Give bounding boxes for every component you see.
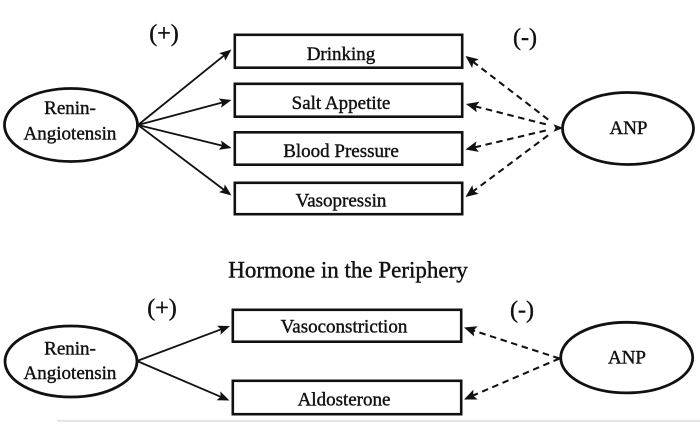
svg-text:Hormone in the Periphery: Hormone in the Periphery bbox=[228, 258, 468, 283]
svg-text:(+): (+) bbox=[147, 296, 177, 322]
svg-text:Drinking: Drinking bbox=[307, 44, 376, 65]
svg-text:(-): (-) bbox=[513, 25, 537, 51]
svg-text:(-): (-) bbox=[510, 298, 534, 324]
svg-text:Angiotensin: Angiotensin bbox=[24, 124, 117, 145]
svg-text:Aldosterone: Aldosterone bbox=[298, 390, 391, 411]
svg-text:ANP: ANP bbox=[609, 118, 647, 139]
svg-text:Angiotensin: Angiotensin bbox=[24, 363, 117, 384]
svg-text:Vasoconstriction: Vasoconstriction bbox=[281, 317, 408, 338]
svg-text:Blood Pressure: Blood Pressure bbox=[283, 141, 399, 162]
svg-text:Renin-: Renin- bbox=[44, 98, 96, 119]
svg-text:Salt Appetite: Salt Appetite bbox=[292, 93, 391, 114]
svg-text:ANP: ANP bbox=[608, 348, 646, 369]
svg-text:(+): (+) bbox=[149, 21, 179, 47]
svg-text:Vasopressin: Vasopressin bbox=[296, 191, 387, 212]
svg-text:Renin-: Renin- bbox=[44, 339, 96, 360]
